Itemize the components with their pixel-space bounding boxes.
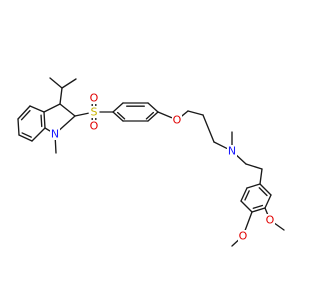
single-bond (147, 111, 159, 122)
indoline-nitrogen-label: N (51, 128, 59, 141)
atom-label-background (89, 120, 99, 132)
methoxy-oxygen-right-label: O (266, 214, 275, 227)
single-bond (235, 154, 247, 165)
single-bond (112, 111, 124, 122)
chemical-structure-diagram: S O O N O N O O (17, 77, 285, 247)
single-bond (157, 111, 173, 119)
single-bond (74, 112, 89, 117)
double-bond-inner (258, 187, 268, 197)
single-bond (54, 139, 57, 154)
sulfonyl-oxygen-top-label: O (90, 92, 99, 105)
atom-label-background (89, 106, 99, 118)
single-bond (264, 207, 269, 216)
single-bond (259, 183, 272, 196)
single-bond (49, 77, 63, 89)
single-bond (202, 114, 215, 143)
methoxy-oxygen-left-label: O (239, 230, 248, 243)
single-bond (43, 111, 46, 129)
single-bond (44, 127, 51, 132)
atom-label-background (172, 114, 182, 126)
single-bond (31, 127, 46, 142)
bond-layer (17, 77, 285, 247)
single-bond (259, 168, 263, 185)
amine-nitrogen-label: N (228, 145, 236, 158)
single-bond (264, 194, 272, 209)
single-bond (231, 239, 240, 247)
double-bond-inner (20, 109, 31, 121)
double-bond-inner (116, 111, 126, 120)
sulfonyl-oxygen-bottom-label: O (90, 120, 99, 133)
single-bond (17, 118, 20, 136)
double-bond-inner (40, 114, 43, 128)
single-bond (246, 183, 261, 189)
sulfur-atom-label: S (91, 106, 98, 119)
atom-label-background (227, 145, 237, 157)
atom-label-background (50, 128, 60, 140)
atom-label-layer: S O O N O N O O (50, 92, 275, 243)
single-bond (180, 110, 189, 117)
single-bond (29, 105, 45, 113)
single-bond (251, 207, 266, 213)
atom-label-background (238, 230, 248, 242)
single-bond (274, 222, 285, 231)
single-bond (61, 78, 77, 89)
double-bond-inner (145, 111, 155, 120)
double-bond-inner (21, 132, 32, 138)
single-bond (147, 102, 159, 113)
single-bond (187, 110, 204, 116)
single-bond (43, 103, 61, 113)
single-bond (59, 87, 63, 105)
ether-oxygen-label: O (173, 114, 182, 127)
single-bond (213, 141, 228, 149)
single-bond (112, 102, 124, 113)
single-bond (240, 187, 248, 202)
single-bond (17, 105, 31, 120)
atom-label-background (89, 92, 99, 104)
single-bond (244, 211, 253, 232)
single-bond (18, 134, 33, 142)
double-bond-inner (252, 204, 264, 209)
single-bond (59, 103, 76, 117)
atom-label-background (265, 214, 275, 226)
single-bond (58, 115, 76, 131)
single-bond (240, 200, 253, 213)
single-bond (245, 163, 263, 170)
double-bond-inner (244, 190, 250, 201)
